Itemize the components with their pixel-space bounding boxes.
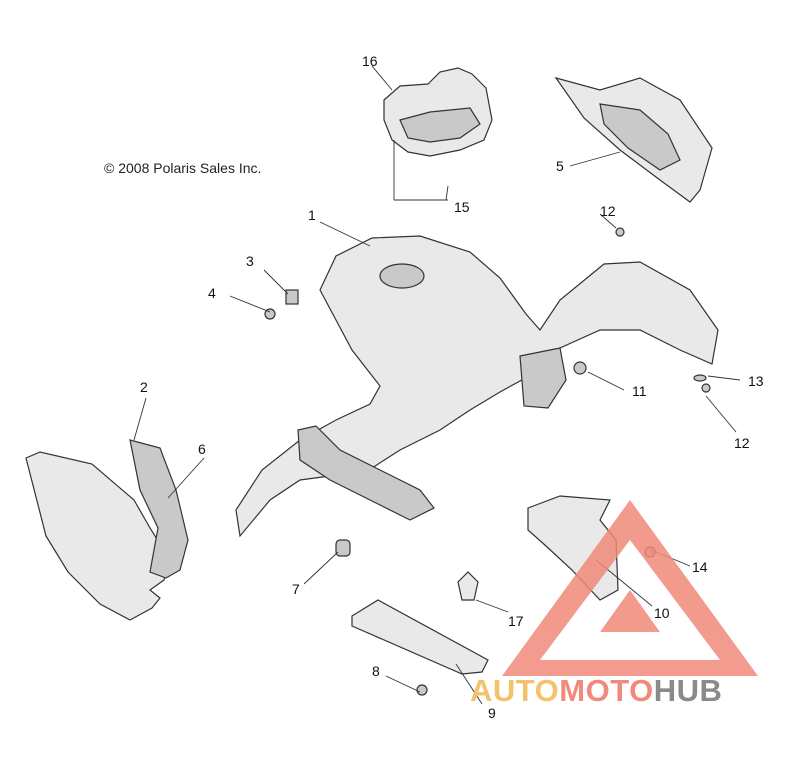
callout-16: 16 — [362, 53, 378, 69]
callout-5: 5 — [556, 158, 564, 174]
callout-3: 3 — [246, 253, 254, 269]
callout-labels: 1 2 3 4 5 6 7 8 9 10 11 12 12 13 14 15 1… — [140, 53, 764, 721]
callout-7: 7 — [292, 581, 300, 597]
callout-14: 14 — [692, 559, 708, 575]
part-5-rear-cover — [554, 76, 713, 203]
brand-auto: AUTO — [470, 673, 560, 708]
copyright-notice: © 2008 Polaris Sales Inc. — [104, 160, 262, 176]
callout-11: 11 — [632, 383, 647, 399]
callout-8: 8 — [372, 663, 380, 679]
brand-moto: MOTO — [559, 673, 654, 708]
callout-2: 2 — [140, 379, 148, 395]
part-16-front-cover — [383, 67, 493, 201]
part-1-main-body — [235, 235, 719, 538]
watermark-triangle-icon — [502, 500, 758, 676]
part-6-side-panel — [25, 439, 189, 621]
callout-6: 6 — [198, 441, 206, 457]
callout-1: 1 — [308, 207, 316, 223]
watermark-brand: AUTOMOTOHUB — [470, 673, 722, 709]
callout-15: 15 — [454, 199, 470, 215]
callout-12-bottom: 12 — [734, 435, 750, 451]
callout-12-top: 12 — [600, 203, 616, 219]
part-9-plate — [351, 599, 489, 675]
callout-17: 17 — [508, 613, 524, 629]
callout-4: 4 — [208, 285, 216, 301]
fasteners — [264, 227, 711, 696]
brand-hub: HUB — [653, 673, 723, 708]
callout-10: 10 — [654, 605, 670, 621]
callout-9: 9 — [488, 705, 496, 721]
callout-13: 13 — [748, 373, 764, 389]
